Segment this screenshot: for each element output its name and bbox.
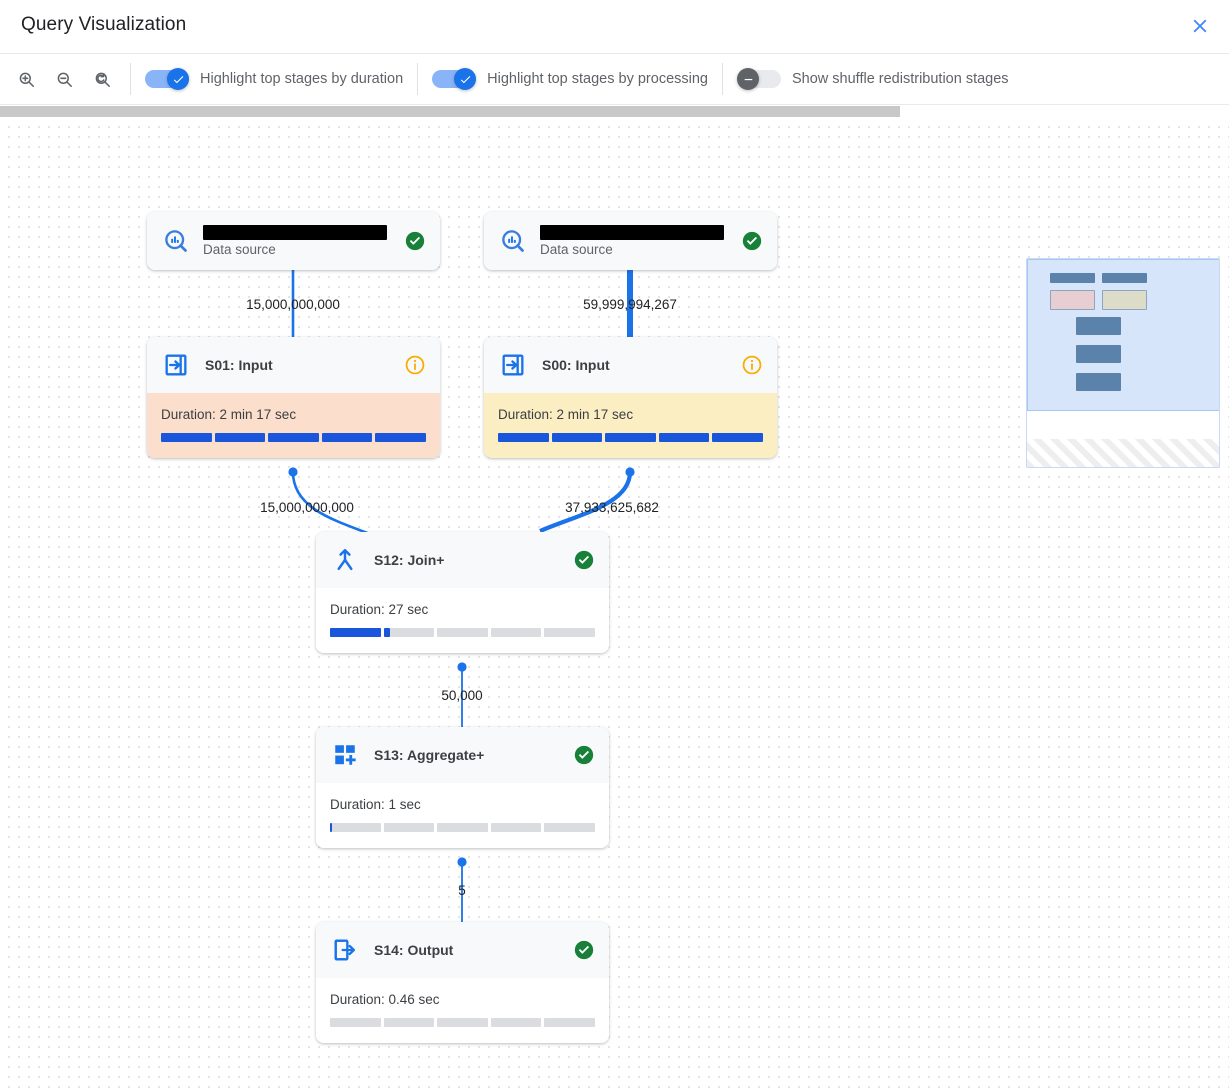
node-data-source-left[interactable]: Data source [147, 212, 440, 270]
minimap-viewport[interactable] [1027, 259, 1219, 411]
node-data-source-right[interactable]: Data source [484, 212, 777, 270]
toggle-label-duration: Highlight top stages by duration [200, 71, 404, 87]
node-header: S13: Aggregate+ [316, 727, 609, 783]
bigquery-data-source-icon [498, 226, 528, 256]
node-stage-s12-join[interactable]: S12: Join+ Duration: 27 sec [316, 532, 609, 653]
node-header: S00: Input [484, 337, 777, 393]
toggle-highlight-top-stages-by-duration[interactable]: Highlight top stages by duration [145, 68, 403, 90]
node-header: S01: Input [147, 337, 440, 393]
zoom-reset-icon[interactable] [88, 65, 116, 93]
edge-label: 5 [458, 883, 466, 898]
node-body: Duration: 2 min 17 sec [484, 393, 777, 458]
output-arrow-icon [330, 935, 360, 965]
node-title: S00: Input [542, 357, 610, 373]
graph-minimap[interactable] [1026, 258, 1220, 468]
progress-bar [330, 1018, 595, 1027]
duration-label: Duration: 1 sec [330, 797, 421, 812]
progress-bar [330, 823, 595, 832]
edge-label: 15,000,000,000 [246, 297, 340, 312]
duration-label: Duration: 0.46 sec [330, 992, 440, 1007]
minimap-node [1050, 273, 1095, 283]
node-stage-s00-input[interactable]: S00: Input Duration: 2 min 17 sec [484, 337, 777, 458]
toggle-show-shuffle-redistribution-stages[interactable]: Show shuffle redistribution stages [737, 68, 1009, 90]
input-arrow-icon [498, 350, 528, 380]
visualization-toolbar: Highlight top stages by duration Highlig… [0, 53, 1229, 105]
node-body: Duration: 27 sec [316, 588, 609, 653]
switch-thumb [167, 68, 189, 90]
status-badge-success[interactable] [741, 230, 763, 252]
zoom-out-icon[interactable] [50, 65, 78, 93]
page-title: Query Visualization [21, 14, 187, 35]
progress-bar [161, 433, 426, 442]
node-stage-s14-output[interactable]: S14: Output Duration: 0.46 sec [316, 922, 609, 1043]
edge-label: 59,999,994,267 [583, 297, 677, 312]
join-merge-icon [330, 545, 360, 575]
node-header: Data source [484, 212, 777, 270]
node-stage-s13-aggregate[interactable]: S13: Aggregate+ Duration: 1 sec [316, 727, 609, 848]
node-header: S14: Output [316, 922, 609, 978]
status-badge-info[interactable] [404, 354, 426, 376]
zoom-in-icon[interactable] [12, 65, 40, 93]
progress-bar [498, 433, 763, 442]
minimap-node-highlight-peach [1050, 290, 1095, 310]
node-title: S13: Aggregate+ [374, 747, 485, 763]
node-title: S12: Join+ [374, 552, 445, 568]
data-source-subtitle: Data source [203, 242, 276, 257]
progress-bar [330, 628, 595, 637]
duration-label: Duration: 2 min 17 sec [498, 407, 634, 422]
dialog-header: Query Visualization [0, 0, 1229, 53]
minimap-node [1076, 345, 1121, 363]
edge-label: 15,000,000,000 [260, 500, 354, 515]
toolbar-divider-3 [722, 63, 723, 95]
status-badge-success[interactable] [573, 939, 595, 961]
switch-thumb [454, 68, 477, 90]
duration-label: Duration: 2 min 17 sec [161, 407, 297, 422]
horizontal-scrollbar-thumb[interactable] [0, 106, 900, 117]
status-badge-success[interactable] [573, 744, 595, 766]
status-badge-info[interactable] [741, 354, 763, 376]
data-source-subtitle: Data source [540, 242, 613, 257]
status-badge-success[interactable] [573, 549, 595, 571]
close-icon[interactable] [1185, 11, 1215, 41]
input-arrow-icon [161, 350, 191, 380]
minimap-node-highlight-yellow [1102, 290, 1147, 310]
minimap-node [1076, 373, 1121, 391]
node-header: Data source [147, 212, 440, 270]
toolbar-divider-2 [417, 63, 419, 95]
toggle-label-processing: Highlight top stages by processing [487, 71, 708, 87]
data-source-text: Data source [540, 225, 724, 257]
minimap-hatched-area [1027, 439, 1219, 467]
toggle-switch-processing[interactable] [432, 68, 477, 90]
duration-label: Duration: 27 sec [330, 602, 429, 617]
query-graph-canvas[interactable]: 15,000,000,000 59,999,994,267 15,000,000… [0, 119, 1229, 1090]
node-body: Duration: 0.46 sec [316, 978, 609, 1043]
minimap-node [1076, 317, 1121, 335]
minimap-node [1102, 273, 1147, 283]
redacted-table-name [540, 225, 724, 240]
switch-thumb [737, 68, 759, 90]
toggle-highlight-top-stages-by-processing[interactable]: Highlight top stages by processing [432, 68, 708, 90]
node-body: Duration: 2 min 17 sec [147, 393, 440, 458]
data-source-text: Data source [203, 225, 387, 257]
zoom-controls [0, 65, 116, 93]
toggle-switch-shuffle[interactable] [737, 68, 781, 90]
toolbar-divider-1 [130, 63, 131, 95]
edge-label: 50,000 [441, 688, 483, 703]
bigquery-data-source-icon [161, 226, 191, 256]
aggregate-plus-icon [330, 740, 360, 770]
edge-label: 37,933,625,682 [565, 500, 659, 515]
redacted-table-name [203, 225, 387, 240]
node-body: Duration: 1 sec [316, 783, 609, 848]
node-stage-s01-input[interactable]: S01: Input Duration: 2 min 17 sec [147, 337, 440, 458]
toggle-switch-duration[interactable] [145, 68, 189, 90]
node-header: S12: Join+ [316, 532, 609, 588]
node-title: S01: Input [205, 357, 273, 373]
node-title: S14: Output [374, 942, 454, 958]
toggle-label-shuffle: Show shuffle redistribution stages [792, 71, 1009, 87]
status-badge-success[interactable] [404, 230, 426, 252]
